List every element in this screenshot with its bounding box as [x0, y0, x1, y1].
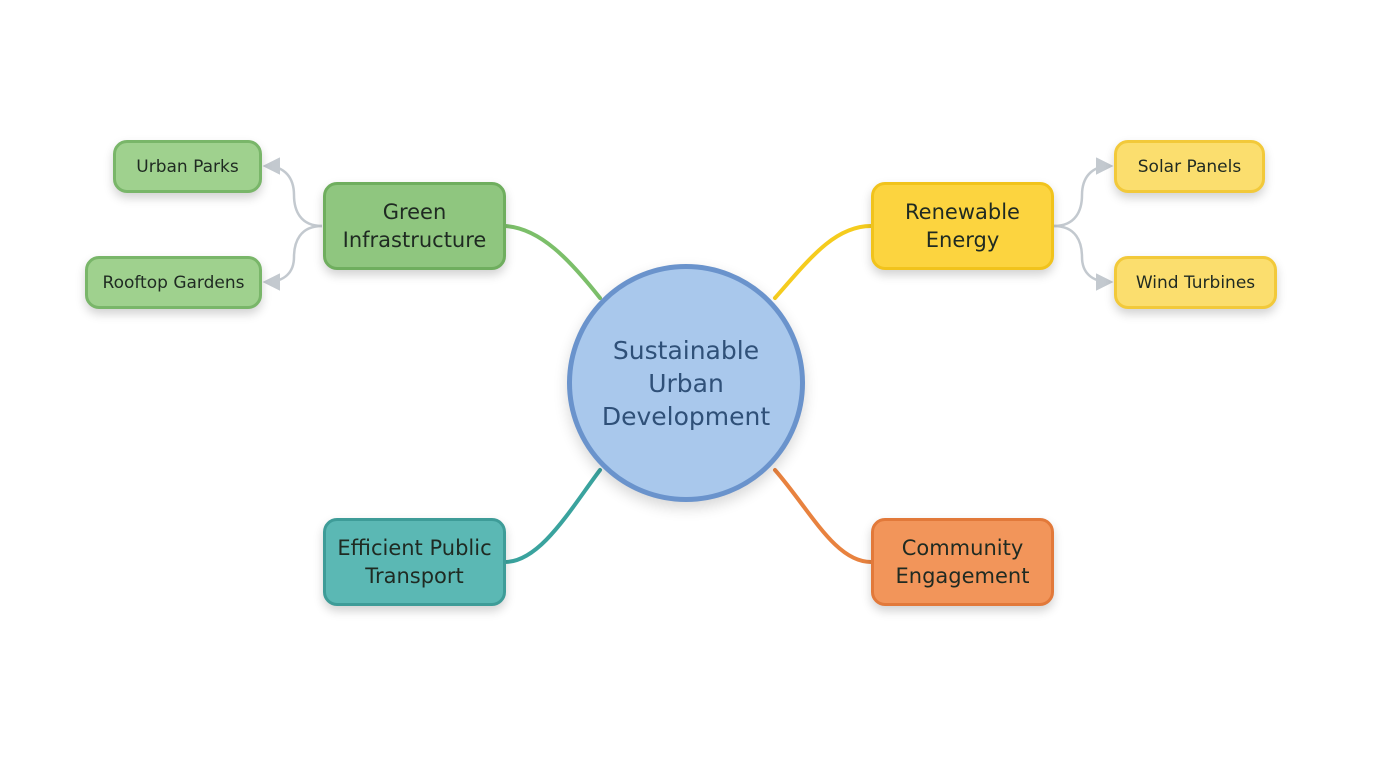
- sub-node-rooftop-gardens[interactable]: Rooftop Gardens: [85, 256, 262, 309]
- connector-community-engagement: [773, 468, 873, 564]
- branch-label-community-engagement: Community Engagement: [895, 536, 1030, 588]
- connector-green-infrastructure: [503, 224, 602, 300]
- sub-label-urban-parks: Urban Parks: [136, 156, 239, 177]
- connector-rooftop-gardens: [262, 224, 323, 291]
- connector-renewable-energy: [773, 224, 873, 300]
- branch-node-renewable-energy[interactable]: Renewable Energy: [871, 182, 1054, 270]
- branch-label-renewable-energy: Renewable Energy: [905, 200, 1020, 252]
- branch-label-efficient-public-transport: Efficient Public Transport: [337, 536, 492, 588]
- sub-label-rooftop-gardens: Rooftop Gardens: [102, 272, 245, 293]
- connector-wind-turbines: [1053, 224, 1114, 291]
- connector-urban-parks: [262, 157, 323, 228]
- branch-node-efficient-public-transport[interactable]: Efficient Public Transport: [323, 518, 506, 606]
- branch-label-green-infrastructure: Green Infrastructure: [342, 200, 487, 252]
- sub-node-urban-parks[interactable]: Urban Parks: [113, 140, 262, 193]
- connector-public-transport: [503, 468, 602, 564]
- connector-solar-panels: [1053, 157, 1114, 228]
- branch-node-community-engagement[interactable]: Community Engagement: [871, 518, 1054, 606]
- sub-label-solar-panels: Solar Panels: [1137, 156, 1242, 177]
- sub-node-solar-panels[interactable]: Solar Panels: [1114, 140, 1265, 193]
- sub-node-wind-turbines[interactable]: Wind Turbines: [1114, 256, 1277, 309]
- central-topic-label: Sustainable Urban Development: [601, 335, 771, 431]
- branch-node-green-infrastructure[interactable]: Green Infrastructure: [323, 182, 506, 270]
- sub-label-wind-turbines: Wind Turbines: [1135, 272, 1256, 293]
- central-topic-node[interactable]: Sustainable Urban Development: [567, 264, 805, 502]
